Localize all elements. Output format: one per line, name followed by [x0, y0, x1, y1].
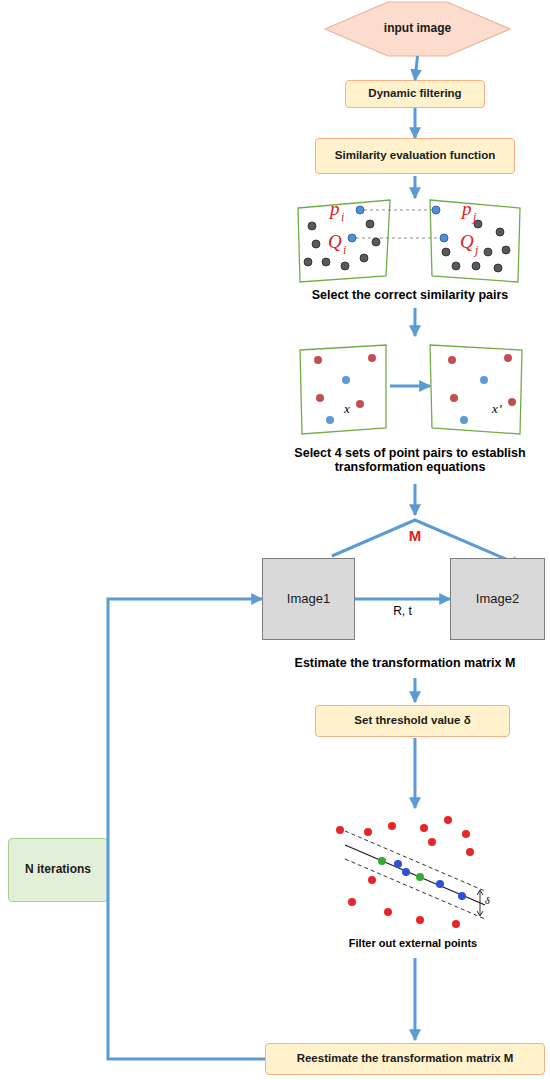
process-box: Set threshold value δ — [315, 705, 510, 737]
point-symbol: Q — [460, 231, 474, 253]
other-points — [326, 376, 488, 424]
process-box: Similarity evaluation function — [315, 138, 515, 174]
flow-arrow — [414, 484, 417, 515]
inlier-points — [394, 860, 466, 900]
step-caption: Estimate the transformation matrix M — [260, 656, 550, 670]
loop-count-box: N iterations — [8, 838, 108, 902]
edge-label: R, t — [363, 605, 443, 619]
flow-arrow — [355, 598, 450, 601]
threshold-band — [345, 831, 485, 919]
image-box: Image1 — [262, 558, 355, 640]
flow-arrow — [414, 108, 417, 138]
node-text: Set threshold value δ — [350, 714, 474, 727]
image-box: Image2 — [450, 558, 545, 640]
fit-line — [345, 845, 485, 905]
step-caption: Select the correct similarity pairs — [275, 288, 545, 302]
node-text: Reestimate the transformation matrix M — [293, 1052, 518, 1065]
flow-arrow — [414, 176, 417, 198]
node-text: Image1 — [283, 592, 334, 607]
node-text: Similarity evaluation function — [331, 149, 499, 162]
subscript: j — [475, 244, 478, 258]
flow-arrow — [415, 56, 418, 80]
start-shape-outline — [325, 2, 510, 56]
outlier-points — [336, 816, 474, 928]
step-caption: Select 4 sets of point pairs to establis… — [265, 446, 550, 475]
node-text: Image2 — [472, 592, 523, 607]
point-label: x’ — [492, 402, 502, 417]
flow-arrow — [414, 678, 417, 702]
point-label: x — [344, 402, 350, 417]
process-box: Dynamic filtering — [345, 80, 485, 108]
step-caption: Filter out external points — [303, 937, 523, 950]
flow-arrow — [108, 599, 265, 1059]
point-symbol: p — [462, 198, 472, 220]
threshold-symbol: δ — [485, 895, 490, 907]
node-text: N iterations — [21, 863, 95, 877]
point-symbol: Q — [328, 231, 342, 253]
feature-points — [304, 220, 510, 272]
flow-arrow — [414, 308, 417, 336]
matched-points — [348, 206, 448, 242]
subscript: j — [473, 211, 476, 225]
sample-points — [378, 857, 424, 881]
threshold-marker — [477, 890, 483, 916]
process-box: Reestimate the transformation matrix M — [265, 1043, 545, 1075]
node-text: Dynamic filtering — [364, 87, 465, 100]
matrix-label: M — [400, 527, 430, 544]
point-symbol: p — [330, 198, 340, 220]
flow-arrow — [390, 385, 430, 388]
flow-arrow — [414, 958, 417, 1040]
subscript: i — [343, 244, 346, 258]
flow-arrow — [414, 738, 417, 808]
subscript: i — [341, 211, 344, 225]
node-text: input image — [380, 22, 455, 36]
start-shape: input image — [325, 2, 510, 56]
